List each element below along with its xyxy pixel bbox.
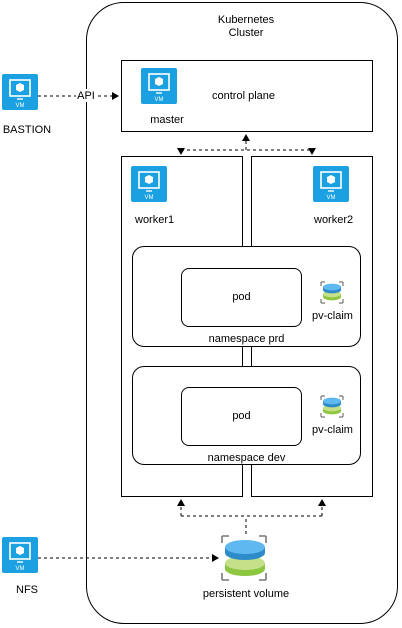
nfs-vm-icon [2, 537, 38, 573]
pod-prd-label: pod [232, 291, 251, 303]
pod-dev-label: pod [232, 410, 251, 422]
bastion-label: BASTION [2, 124, 52, 136]
pv-claim-prd-label: pv-claim [312, 310, 353, 322]
worker1-label: worker1 [135, 214, 175, 226]
cluster-container [86, 2, 398, 624]
pod-dev-box [181, 387, 302, 446]
cluster-title: Kubernetes Cluster [217, 14, 275, 39]
namespace-prd-label: namespace prd [208, 333, 285, 345]
master-vm-icon [141, 68, 177, 104]
persistent-volume-icon [221, 535, 267, 581]
worker1-vm-icon [131, 166, 167, 202]
bastion-vm-icon [2, 74, 38, 110]
persistent-volume-label: persistent volume [202, 588, 290, 600]
svg-text:VM: VM [145, 195, 154, 201]
api-label: API [77, 90, 95, 102]
pv-claim-dev-icon [320, 395, 344, 418]
svg-text:VM: VM [327, 195, 336, 201]
svg-text:VM: VM [16, 566, 25, 572]
control-plane-label: control plane [212, 90, 275, 102]
pv-claim-prd-icon [320, 281, 344, 304]
namespace-dev-label: namespace dev [207, 452, 286, 464]
svg-text:VM: VM [16, 103, 25, 109]
svg-text:VM: VM [155, 97, 164, 103]
pod-prd-box [181, 268, 302, 327]
pv-claim-dev-label: pv-claim [312, 424, 353, 436]
worker2-label: worker2 [314, 214, 354, 226]
nfs-label: NFS [16, 584, 38, 596]
worker2-vm-icon [313, 166, 349, 202]
master-label: master [150, 114, 184, 126]
